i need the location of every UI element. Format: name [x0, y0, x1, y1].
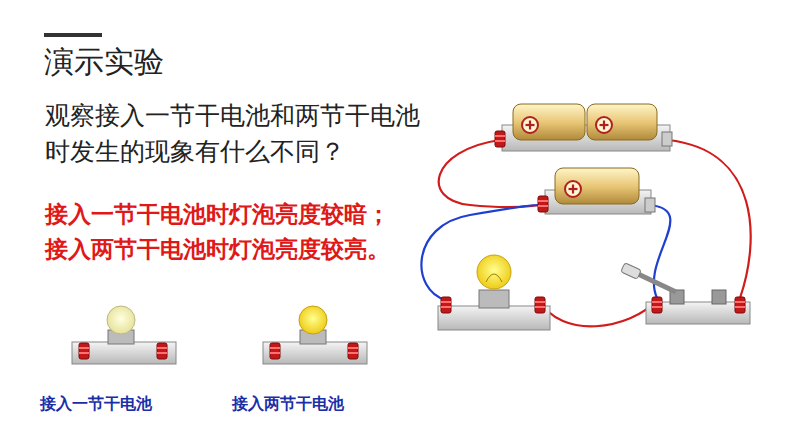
bulb-in-circuit	[438, 255, 550, 330]
caption-one-cell: 接入一节干电池	[40, 394, 210, 415]
knife-switch	[621, 263, 750, 324]
slide-title: 演示实验	[44, 44, 294, 80]
caption-two-cells: 接入两节干电池	[232, 394, 402, 415]
bulb-bright	[263, 306, 367, 364]
battery-single	[538, 168, 655, 214]
bulb-dim	[72, 306, 176, 364]
header-rule	[44, 33, 102, 37]
question-text: 观察接入一节干电池和两节干电池时发生的现象有什么不同？	[45, 98, 425, 171]
wires	[421, 140, 750, 326]
answer-text: 接入一节干电池时灯泡亮度较暗；接入两节干电池时灯泡亮度较亮。	[45, 197, 393, 266]
battery-pair	[495, 104, 672, 151]
